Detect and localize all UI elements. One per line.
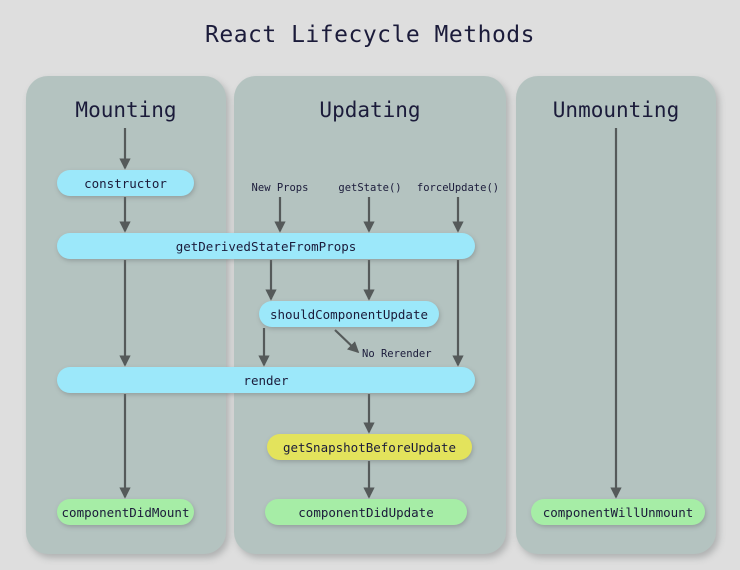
node-component-did-mount[interactable]: componentDidMount xyxy=(57,499,194,525)
trigger-label-new-props: New Props xyxy=(251,182,309,194)
page-title: React Lifecycle Methods xyxy=(205,22,535,48)
node-should-component-update[interactable]: shouldComponentUpdate xyxy=(259,301,439,327)
node-component-did-update[interactable]: componentDidUpdate xyxy=(265,499,467,525)
node-component-will-unmount[interactable]: componentWillUnmount xyxy=(531,499,705,525)
panel-mounting xyxy=(26,76,226,554)
node-render[interactable]: render xyxy=(57,367,475,393)
node-get-snapshot-before-update[interactable]: getSnapshotBeforeUpdate xyxy=(267,434,472,460)
node-constructor[interactable]: constructor xyxy=(57,170,194,196)
edge-label-no-rerender: No Rerender xyxy=(362,348,432,360)
trigger-label-force-update: forceUpdate() xyxy=(416,182,500,194)
node-get-derived-state-from-props[interactable]: getDerivedStateFromProps xyxy=(57,233,475,259)
trigger-label-get-state: getState() xyxy=(338,182,402,194)
panel-unmounting xyxy=(516,76,716,554)
column-title-updating: Updating xyxy=(319,98,421,122)
column-title-unmounting: Unmounting xyxy=(552,98,680,122)
column-title-mounting: Mounting xyxy=(75,98,177,122)
